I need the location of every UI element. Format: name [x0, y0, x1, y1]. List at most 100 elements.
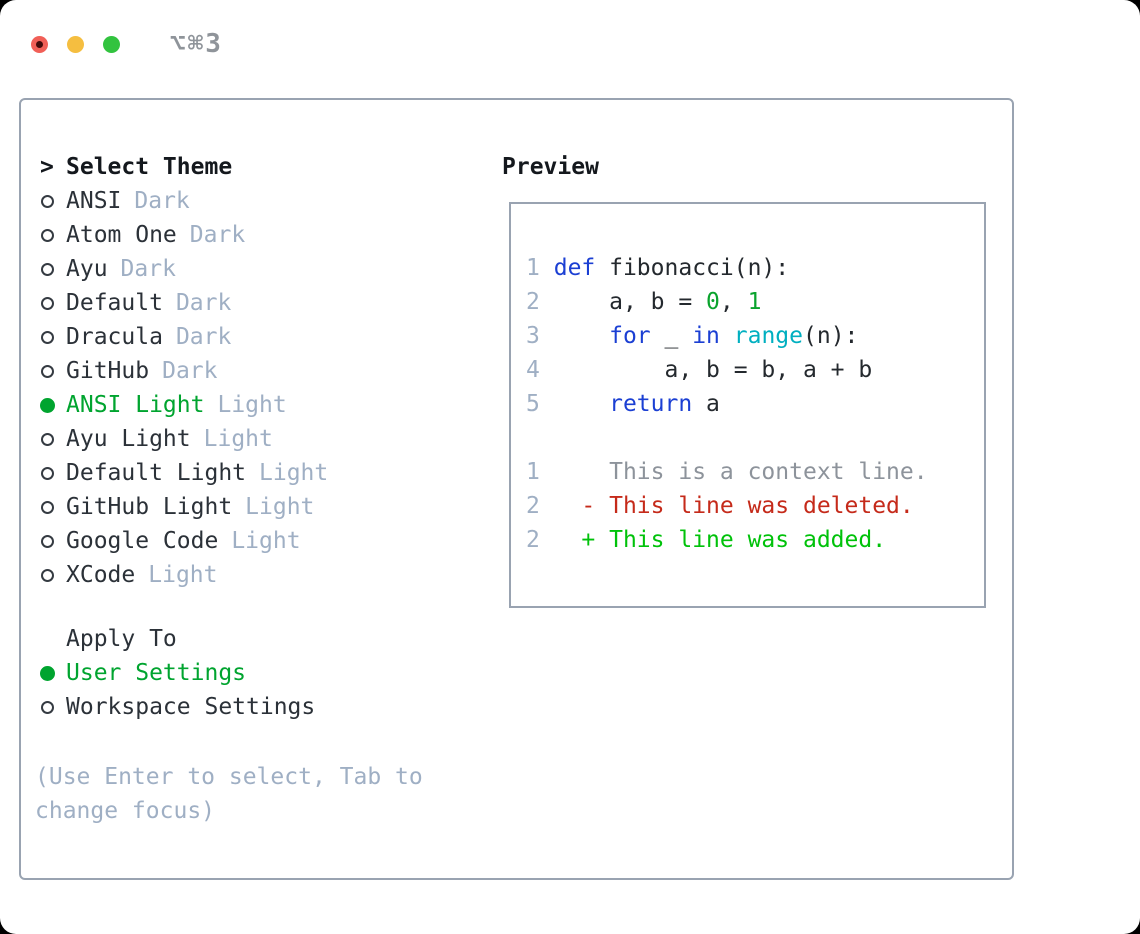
diff-text-added: + This line was added.	[553, 527, 887, 553]
theme-variant-tag: Light	[148, 562, 218, 588]
radio-icon	[41, 534, 54, 548]
radio-icon	[41, 466, 54, 480]
apply-to-option[interactable]: User Settings	[40, 656, 315, 690]
zoom-button[interactable]	[103, 35, 120, 53]
theme-name: Ayu	[66, 256, 108, 282]
theme-list-title: Select Theme	[66, 154, 233, 180]
theme-name: Google Code	[66, 528, 219, 554]
theme-list: > Select Theme ANSI Dark Atom One Dark A…	[40, 150, 328, 592]
code-token-plain: a, b = b, a + b	[553, 357, 873, 383]
radio-selected-icon	[40, 397, 55, 413]
code-token-plain: a, b =	[553, 289, 707, 315]
theme-name: Default	[66, 290, 163, 316]
apply-to-title: Apply To	[66, 626, 177, 652]
radio-icon	[41, 228, 54, 242]
theme-variant-tag: Light	[245, 494, 315, 520]
theme-name: Dracula	[66, 324, 163, 350]
theme-variant-tag: Dark	[120, 256, 176, 282]
theme-variant-tag: Light	[203, 426, 273, 452]
apply-to-header: Apply To	[40, 622, 315, 656]
theme-option[interactable]: Dracula Dark	[40, 320, 328, 354]
diff-line: 2 + This line was added.	[526, 523, 984, 557]
diff-line: 1 This is a context line.	[526, 455, 984, 489]
preview-title: Preview	[502, 154, 599, 180]
theme-variant-tag: Dark	[162, 358, 218, 384]
theme-name: Default Light	[66, 460, 247, 486]
code-line: 4 a, b = b, a + b	[526, 353, 984, 387]
code-token-keyword: return	[609, 391, 693, 417]
theme-variant-tag: Dark	[175, 324, 232, 350]
blank-line	[526, 421, 984, 455]
apply-to-option-label: Workspace Settings	[66, 694, 316, 720]
theme-name: GitHub Light	[66, 494, 233, 520]
code-line: 2 a, b = 0, 1	[526, 285, 984, 319]
code-line: 1 def fibonacci(n):	[526, 251, 984, 285]
line-number: 2	[526, 493, 540, 519]
code-token-keyword: for	[609, 323, 651, 349]
code-token-plain	[554, 323, 609, 349]
theme-variant-tag: Light	[259, 460, 329, 486]
code-token-keyword: def	[553, 255, 596, 281]
radio-selected-icon	[40, 665, 55, 681]
line-number: 1	[526, 459, 540, 485]
radio-icon	[41, 500, 54, 514]
code-token-plain	[720, 323, 734, 349]
code-token-plain: (n):	[803, 323, 859, 349]
code-token-builtin: range	[733, 323, 804, 349]
line-number: 4	[526, 357, 540, 383]
theme-option[interactable]: ANSI Dark	[40, 184, 328, 218]
code-token-number: 1	[747, 289, 762, 315]
theme-picker-panel: > Select Theme ANSI Dark Atom One Dark A…	[19, 98, 1014, 880]
code-token-plain	[554, 391, 609, 417]
line-number: 2	[526, 289, 540, 315]
theme-option[interactable]: GitHub Dark	[40, 354, 328, 388]
radio-icon	[41, 364, 54, 378]
theme-option[interactable]: Google Code Light	[40, 524, 328, 558]
help-text: (Use Enter to select, Tab to change focu…	[35, 764, 423, 824]
theme-option[interactable]: ANSI Light Light	[40, 388, 328, 422]
theme-variant-tag: Light	[231, 528, 301, 554]
theme-name: ANSI	[66, 188, 122, 214]
radio-icon	[41, 262, 54, 276]
code-token-number: 0	[706, 289, 720, 315]
diff-text-context: This is a context line.	[553, 459, 928, 485]
code-token-plain: fibonacci(n):	[595, 255, 790, 281]
theme-option[interactable]: Atom One Dark	[40, 218, 328, 252]
radio-icon	[41, 432, 54, 446]
theme-list-header: > Select Theme	[40, 150, 328, 184]
apply-to-section: Apply To User Settings Workspace Setting…	[40, 622, 315, 724]
theme-variant-tag: Dark	[189, 222, 246, 248]
radio-icon	[41, 194, 54, 208]
radio-icon	[41, 568, 54, 582]
window-title-shortcut: ⌥⌘3	[170, 29, 223, 59]
theme-name: XCode	[66, 562, 136, 588]
code-token-plain: ,	[719, 289, 748, 315]
minimize-button[interactable]	[67, 35, 84, 53]
theme-option[interactable]: Default Dark	[40, 286, 328, 320]
theme-option[interactable]: Ayu Dark	[40, 252, 328, 286]
preview-box: 1 def fibonacci(n): 2 a, b = 0, 1 3 for …	[509, 202, 986, 608]
code-line: 3 for _ in range(n):	[526, 319, 984, 353]
theme-option[interactable]: GitHub Light Light	[40, 490, 328, 524]
theme-option[interactable]: Ayu Light Light	[40, 422, 328, 456]
theme-option[interactable]: Default Light Light	[40, 456, 328, 490]
apply-to-option[interactable]: Workspace Settings	[40, 690, 315, 724]
line-number: 2	[526, 527, 540, 553]
line-number: 3	[526, 323, 540, 349]
theme-option[interactable]: XCode Light	[40, 558, 328, 592]
theme-variant-tag: Light	[217, 392, 287, 418]
diff-line: 2 - This line was deleted.	[526, 489, 984, 523]
close-dot-icon	[36, 40, 43, 48]
radio-icon	[41, 296, 54, 310]
theme-name: GitHub	[66, 358, 150, 384]
theme-name: ANSI Light	[66, 392, 205, 418]
code-token-plain: a	[692, 391, 720, 417]
code-line: 5 return a	[526, 387, 984, 421]
close-button[interactable]	[31, 35, 48, 53]
theme-name: Atom One	[66, 222, 177, 248]
apply-to-option-label: User Settings	[66, 660, 247, 686]
radio-icon	[41, 330, 54, 344]
theme-name: Ayu Light	[66, 426, 191, 452]
line-number: 1	[526, 255, 540, 281]
